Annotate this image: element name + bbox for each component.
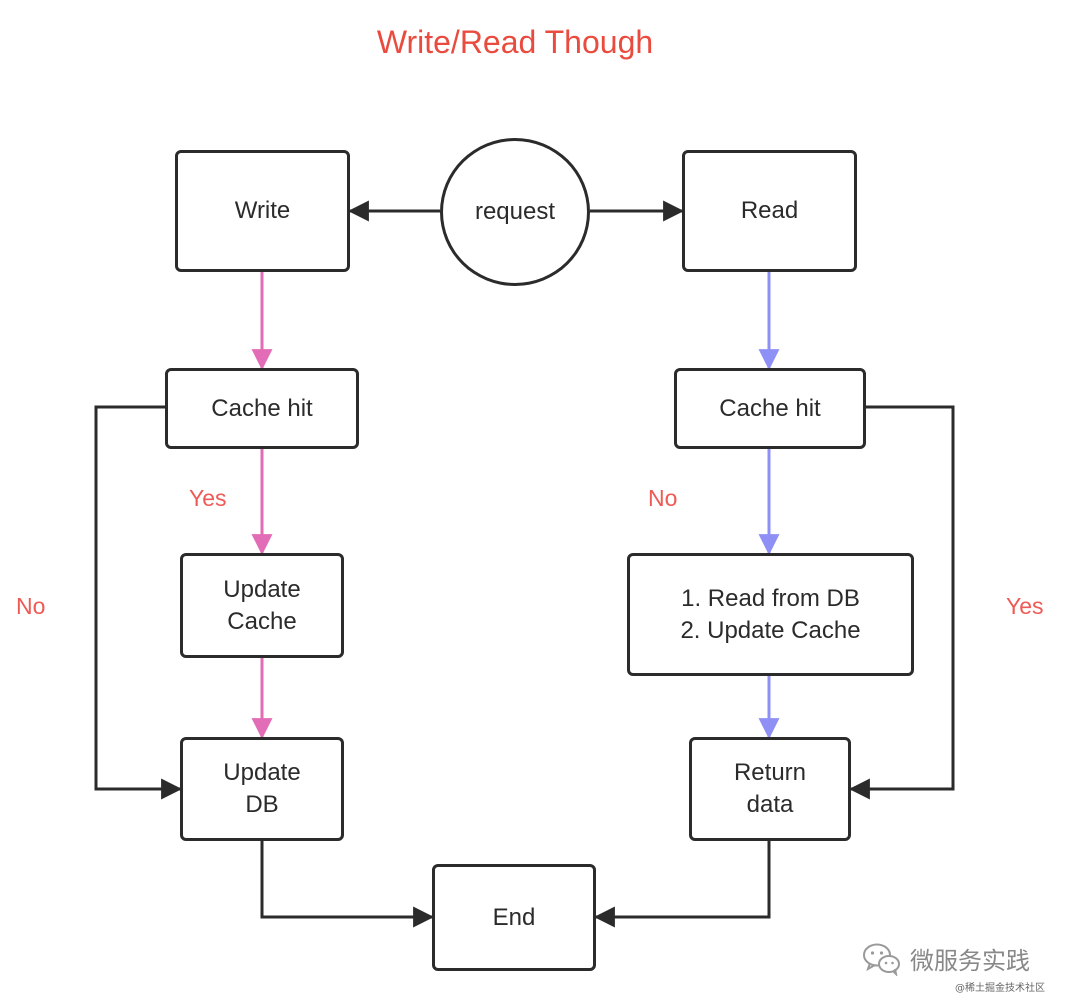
- label-write-yes: Yes: [189, 485, 227, 511]
- node-return-data: Return data: [689, 737, 851, 841]
- diagram-title: Write/Read Though: [376, 24, 654, 60]
- edge-updatedb-end: [260, 840, 435, 928]
- label-read-yes: Yes: [1006, 593, 1044, 619]
- node-update-cache: Update Cache: [180, 553, 344, 658]
- wechat-icon: [863, 943, 900, 976]
- node-request: request: [440, 138, 590, 286]
- edge-write-no: [94, 405, 183, 800]
- edge-return-end: [593, 840, 771, 928]
- watermark-sub: @稀土掘金技术社区: [955, 983, 1045, 994]
- node-update-db: Update DB: [180, 737, 344, 841]
- label-write-no: No: [16, 593, 46, 619]
- watermark-text: 微服务实践: [910, 947, 1030, 975]
- watermark: 微服务实践: [862, 941, 1030, 976]
- node-end: End: [432, 864, 596, 971]
- node-write-cache-hit: Cache hit: [165, 368, 359, 449]
- label-read-no: No: [648, 485, 678, 511]
- node-read-from-db: 1. Read from DB 2. Update Cache: [627, 553, 914, 676]
- node-read: Read: [682, 150, 857, 272]
- node-write: Write: [175, 150, 350, 272]
- node-read-cache-hit: Cache hit: [674, 368, 866, 449]
- edge-read-yes: [848, 405, 955, 800]
